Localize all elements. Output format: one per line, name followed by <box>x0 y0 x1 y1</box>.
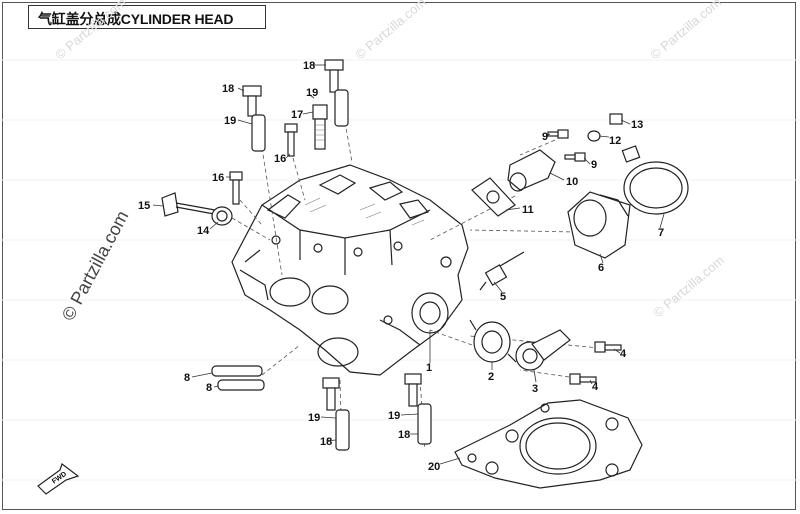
callout-18: 18 <box>320 436 332 448</box>
callout-11: 11 <box>522 204 534 216</box>
intake-boot-6 <box>567 191 631 259</box>
head-gasket-20 <box>454 399 643 489</box>
fwd-arrow-icon: FWD <box>37 463 80 495</box>
cylinder-head <box>231 164 469 376</box>
callout-16: 16 <box>274 153 286 165</box>
callout-8: 8 <box>184 372 190 384</box>
callouts: 18 19 18 19 17 16 16 15 14 8 8 19 18 19 … <box>138 60 664 473</box>
spark-plug-17 <box>312 104 328 150</box>
tensioner-10 <box>507 149 556 192</box>
sleeve-19-left <box>251 114 266 152</box>
callout-7: 7 <box>658 227 664 239</box>
callout-18: 18 <box>222 83 234 95</box>
callout-19: 19 <box>308 412 320 424</box>
callout-12: 12 <box>609 135 621 147</box>
o-ring-12 <box>587 130 601 142</box>
callout-9: 9 <box>591 159 597 171</box>
dowel-8-upper <box>211 365 263 377</box>
callout-17: 17 <box>291 109 303 121</box>
bolt-4-upper <box>594 341 622 353</box>
bolt-18-bottom-left <box>322 377 350 451</box>
watermark: © Partzilla.com <box>650 252 727 320</box>
plug-13 <box>609 113 623 125</box>
water-outlet-3 <box>515 329 571 371</box>
gasket-11 <box>471 177 516 217</box>
bolt-16-top <box>284 123 298 157</box>
callout-4: 4 <box>620 348 627 360</box>
callout-20: 20 <box>428 461 440 473</box>
thermostat-2 <box>469 319 517 363</box>
callout-3: 3 <box>532 383 538 395</box>
callout-19: 19 <box>388 410 400 422</box>
seal-14 <box>211 206 233 226</box>
bolt-18-bottom-right <box>404 373 432 445</box>
callout-13: 13 <box>631 119 643 131</box>
bolt-4-lower <box>569 373 597 385</box>
callout-10: 10 <box>566 176 578 188</box>
callout-6: 6 <box>598 262 604 274</box>
callout-15: 15 <box>138 200 150 212</box>
leader-lines <box>152 64 665 465</box>
clamp-7 <box>621 145 689 215</box>
diagram-title: 气缸盖分总成CYLINDER HEAD <box>38 11 234 27</box>
dowel-8-lower <box>217 379 265 391</box>
watermark: © Partzilla.com <box>52 0 129 62</box>
watermark-dark: © Partzilla.com <box>58 207 133 323</box>
callout-19: 19 <box>224 115 236 127</box>
sensor-5 <box>479 251 525 291</box>
bolt-18-left <box>242 85 262 117</box>
callout-18: 18 <box>398 429 410 441</box>
callout-18: 18 <box>303 60 315 72</box>
callout-1: 1 <box>426 362 432 374</box>
bolt-16-side <box>229 171 243 205</box>
callout-8: 8 <box>206 382 212 394</box>
watermark: © Partzilla.com <box>647 0 724 62</box>
bolt-18-right <box>324 59 344 93</box>
callout-4: 4 <box>592 381 599 393</box>
bolt-9-lower <box>564 152 586 162</box>
title-box <box>28 5 266 29</box>
sleeve-19-right <box>334 89 349 127</box>
callout-5: 5 <box>500 291 506 303</box>
callout-2: 2 <box>488 371 494 383</box>
watermark: © Partzilla.com <box>352 0 429 62</box>
bolt-9-upper <box>547 129 569 139</box>
callout-14: 14 <box>197 225 210 237</box>
valve-15 <box>161 192 216 217</box>
callout-16: 16 <box>212 172 224 184</box>
callout-19: 19 <box>306 87 318 99</box>
callout-9: 9 <box>542 131 548 143</box>
